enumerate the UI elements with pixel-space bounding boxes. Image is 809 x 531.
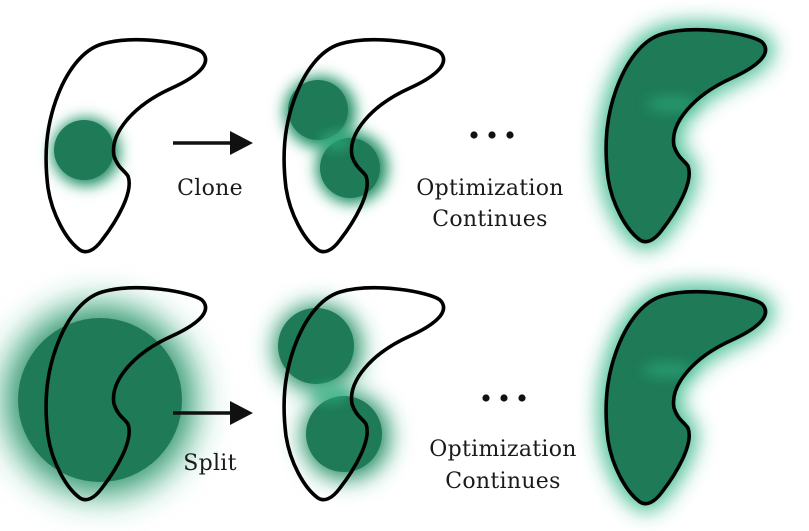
continue-label-line2: Continues bbox=[432, 207, 547, 232]
continue-label-line1: Optimization bbox=[416, 176, 564, 201]
ellipsis-icon bbox=[482, 394, 526, 402]
ellipsis-icon bbox=[470, 131, 514, 139]
clone-arrow-icon bbox=[173, 131, 253, 155]
continue-label-line1: Optimization bbox=[429, 437, 577, 462]
optimized-gaussians bbox=[606, 30, 766, 242]
split-label: Split bbox=[183, 451, 237, 476]
split-arrow-icon bbox=[173, 401, 253, 425]
clone-label: Clone bbox=[177, 176, 243, 201]
small-gaussian bbox=[46, 112, 126, 192]
continue-label-line2: Continues bbox=[445, 469, 560, 494]
row-clone: Clone Optimization Continues bbox=[44, 30, 766, 254]
optimized-gaussians bbox=[606, 292, 766, 504]
row-split: Split Optimization Continues bbox=[0, 288, 766, 512]
cloned-gaussians bbox=[278, 70, 394, 210]
large-gaussian bbox=[0, 288, 212, 512]
